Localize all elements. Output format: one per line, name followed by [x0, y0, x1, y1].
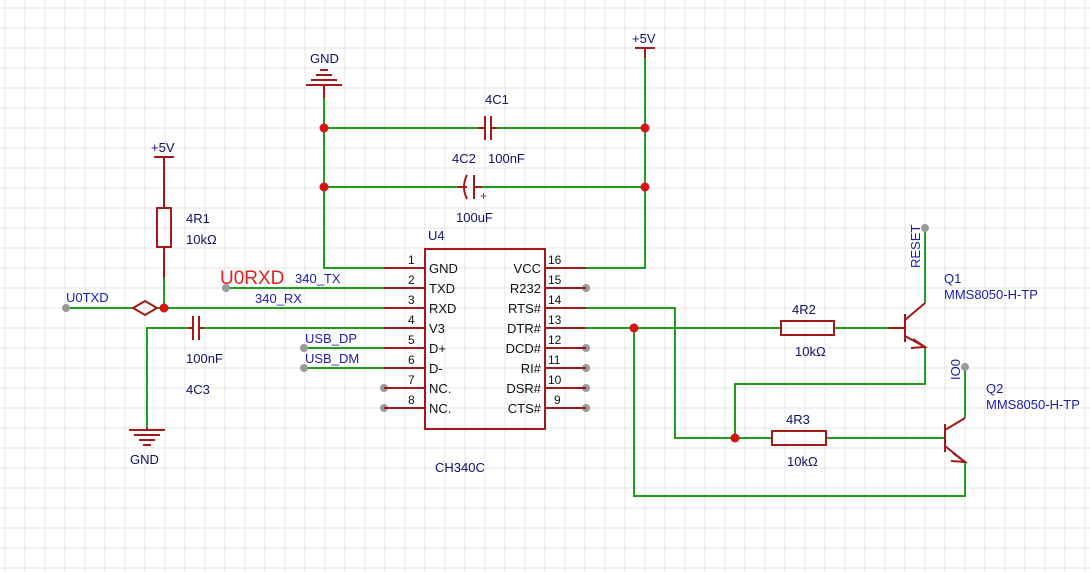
vcc-symbol-left[interactable]: +5V [151, 140, 175, 208]
resistor-body[interactable] [771, 430, 827, 446]
net-label-u0txd: U0TXD [66, 290, 109, 305]
junction-dot [319, 182, 329, 192]
net-label-io0: IO0 [948, 359, 963, 380]
junctions [159, 123, 740, 443]
chip-pin-name: D- [429, 361, 443, 376]
chip-pin-name: DCD# [506, 341, 542, 356]
port-end[interactable] [961, 363, 969, 371]
transistor-ref: Q1 [944, 271, 961, 286]
chip-pin-number: 13 [548, 313, 562, 327]
resistor-4r3[interactable]: 4R3 10kΩ [771, 412, 827, 469]
chip-pin-number: 8 [408, 393, 415, 407]
transistor-q1[interactable]: Q1 MMS8050-H-TP [888, 271, 1038, 349]
chip-body[interactable] [424, 248, 546, 430]
chip-pin-name: D+ [429, 341, 446, 356]
chip-pin-name: NC. [429, 401, 451, 416]
net-label-usb-dm: USB_DM [305, 351, 359, 366]
resistor-body[interactable] [780, 320, 835, 336]
transistor-q2[interactable]: Q2 MMS8050-H-TP [944, 381, 1080, 464]
net-flag-diamond [131, 299, 159, 317]
cap-ref: 4C3 [186, 382, 210, 397]
junction-dot [629, 323, 639, 333]
junction-dot [319, 123, 329, 133]
chip-pin-number: 6 [408, 353, 415, 367]
chip-pin-name: TXD [429, 281, 455, 296]
chip-pin-number: 14 [548, 293, 562, 307]
chip-part-name: CH340C [435, 460, 485, 475]
chip-pin-name: GND [429, 261, 458, 276]
chip-pin-name: RXD [429, 301, 456, 316]
chip-pin-number: 16 [548, 253, 562, 267]
chip-pin-name: RI# [521, 361, 542, 376]
ground-symbol-left[interactable]: GND [129, 428, 165, 467]
capacitor-4c3[interactable]: 100nF 4C3 [186, 316, 223, 397]
junction-dot [159, 303, 169, 313]
net-label-usb-dp: USB_DP [305, 331, 357, 346]
resistor-ref: 4R1 [186, 211, 210, 226]
chip-pin-number: 10 [548, 373, 562, 387]
transistor-ref: Q2 [986, 381, 1003, 396]
end-points [62, 224, 969, 412]
net-label-340-tx: 340_TX [295, 271, 341, 286]
port-end[interactable] [222, 284, 230, 292]
transistor-part: MMS8050-H-TP [986, 397, 1080, 412]
vcc-label: +5V [632, 31, 656, 46]
resistor-value: 10kΩ [186, 232, 217, 247]
resistor-4r2[interactable]: 4R2 10kΩ [780, 302, 835, 359]
chip-pin-number: 5 [408, 333, 415, 347]
resistor-ref: 4R3 [786, 412, 810, 427]
chip-pin-number: 3 [408, 293, 415, 307]
capacitor-4c1[interactable]: 4C1 [478, 92, 509, 140]
chip-pin-number: 4 [408, 313, 415, 327]
wires [66, 53, 966, 497]
plus-sign: + [480, 189, 487, 203]
net-label-340-rx: 340_RX [255, 291, 302, 306]
port-end[interactable] [62, 304, 70, 312]
chip-pin-name: CTS# [508, 401, 542, 416]
ground-symbol-top[interactable]: GND [306, 51, 342, 98]
chip-pin-number: 11 [548, 353, 561, 367]
junction-dot [730, 433, 740, 443]
chip-pin-name: RTS# [508, 301, 542, 316]
chip-pin-name: V3 [429, 321, 445, 336]
resistor-value: 10kΩ [787, 454, 818, 469]
vcc-label: +5V [151, 140, 175, 155]
cap-ref: 4C2 [452, 151, 476, 166]
vcc-symbol-top[interactable]: +5V [632, 31, 656, 58]
gnd-label: GND [130, 452, 159, 467]
junction-dot [640, 182, 650, 192]
net-label-u0rxd: U0RXD [220, 268, 284, 289]
chip-pin-number: 12 [548, 333, 562, 347]
port-end[interactable] [300, 364, 308, 372]
chip-pin-number: 7 [408, 373, 415, 387]
resistor-ref: 4R2 [792, 302, 816, 317]
chip-pin-number: 9 [554, 393, 561, 407]
chip-pin-name: DSR# [506, 381, 541, 396]
resistor-value: 10kΩ [795, 344, 826, 359]
cap-value: 100nF [186, 351, 223, 366]
chip-ref: U4 [428, 228, 445, 243]
chip-pin-name: NC. [429, 381, 451, 396]
transistor-part: MMS8050-H-TP [944, 287, 1038, 302]
chip-pin-name: R232 [510, 281, 541, 296]
resistor-4r1[interactable]: 4R1 10kΩ [156, 207, 217, 278]
net-label-reset: RESET [908, 225, 923, 268]
port-end[interactable] [921, 224, 929, 232]
junction-dot [640, 123, 650, 133]
chip-pin-number: 2 [408, 273, 415, 287]
chip-pin-number: 1 [408, 253, 415, 267]
gnd-label: GND [310, 51, 339, 66]
port-end[interactable] [300, 344, 308, 352]
capacitor-polarized[interactable]: + 100uF [456, 174, 493, 225]
chip-pin-number: 15 [548, 273, 562, 287]
cap-value: 100nF [488, 151, 525, 166]
cap-value: 100uF [456, 210, 493, 225]
cap-ref: 4C1 [485, 92, 509, 107]
chip-pin-name: VCC [514, 261, 541, 276]
chip-pin-name: DTR# [507, 321, 542, 336]
